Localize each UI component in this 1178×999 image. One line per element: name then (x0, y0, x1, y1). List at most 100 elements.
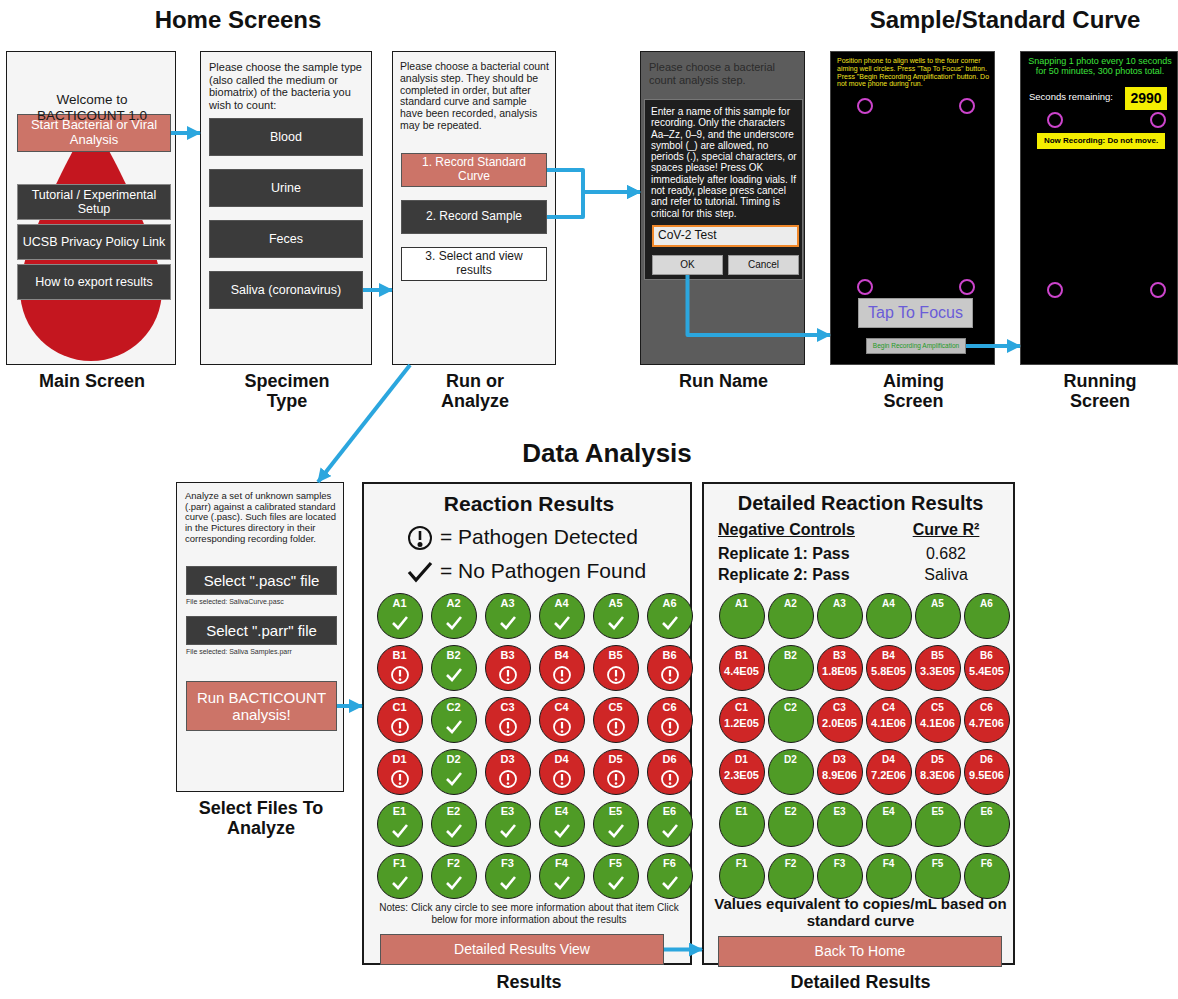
well-label-holder: E3 (485, 805, 531, 817)
well-circle: B5 (593, 645, 639, 691)
section-heading: Data Analysis (457, 439, 757, 469)
screen-text-holder: Detailed Reaction Results (704, 492, 1017, 515)
app-button: Now Recording: Do not move. (1037, 133, 1165, 149)
check-mark (447, 721, 461, 732)
check-icon (409, 563, 431, 580)
well-value: 9.5E06 (960, 769, 1014, 781)
alert-icon-ring (608, 667, 624, 683)
screen-caption: Detailed Results (761, 972, 961, 992)
check-icon (552, 821, 572, 841)
well-label: B5 (915, 650, 961, 661)
screen-caption: Select Files To Analyze (191, 798, 331, 838)
well-label: E5 (593, 805, 639, 817)
well-circle: C11.2E05 (719, 697, 765, 743)
alert-icon-ring (409, 527, 431, 549)
well-circle: F2 (431, 853, 477, 899)
app-button: Blood (209, 118, 363, 156)
screen-caption-holder: Run Name (664, 371, 784, 391)
alert-icon (409, 527, 431, 549)
connector-arrow (171, 131, 200, 135)
well-value-holder: 4.7E06 (960, 717, 1014, 729)
well-label-holder: B4 (539, 649, 585, 661)
well-label-holder: C3 (485, 701, 531, 713)
app-button: Run BACTICOUNT analysis! (186, 681, 337, 731)
screen-text: Enter a name of this sample for recordin… (651, 106, 798, 219)
alert-icon-bar (614, 722, 616, 729)
well-circle: E5 (593, 801, 639, 847)
well-circle: C2 (768, 697, 814, 743)
alert-icon-bar (560, 722, 562, 729)
well-label: D2 (431, 753, 477, 765)
alert-icon-ring (662, 667, 678, 683)
alert-icon-ring (554, 667, 570, 683)
screen-text: Please choose a bacterial count analysis… (400, 61, 550, 132)
well-label: D5 (915, 754, 961, 765)
aiming-circle (1048, 113, 1062, 127)
app-button: Tap To Focus (858, 298, 973, 328)
well-label: D5 (593, 753, 639, 765)
well-label: B3 (817, 650, 863, 661)
well-label: F3 (485, 857, 531, 869)
well-value: 1.8E05 (813, 665, 867, 677)
section-heading: Home Screens (60, 6, 416, 34)
well-label: A6 (964, 598, 1010, 609)
well-label-holder: C2 (768, 702, 814, 713)
well-label-holder: B6 (964, 650, 1010, 661)
alert-icon-ring (554, 771, 570, 787)
alert-icon-bar (506, 774, 508, 781)
screen-text: Seconds remaining: (1029, 92, 1139, 103)
check-mark (501, 877, 515, 888)
alert-icon (606, 717, 626, 737)
screen-text: Negative Controls (718, 521, 878, 539)
well-circle: E3 (485, 801, 531, 847)
alert-icon-bar (398, 670, 400, 677)
alert-icon-dot (506, 782, 509, 785)
check-icon (606, 613, 626, 633)
alert-icon-ring (392, 719, 408, 735)
screen-text-holder: Replicate 1: Pass (718, 545, 888, 563)
screen-text-holder: Replicate 2: Pass (718, 566, 888, 584)
well-circle: D5 (593, 749, 639, 795)
well-label: B6 (964, 650, 1010, 661)
alert-icon-dot (668, 678, 671, 681)
well-circle: E4 (866, 801, 912, 847)
well-circle: D4 (539, 749, 585, 795)
well-label-holder: A5 (915, 598, 961, 609)
app-button: Tutorial / Experimental Setup (17, 184, 171, 220)
well-value-holder: 2.0E05 (813, 717, 867, 729)
button-label: Start Bacterial or Viral Analysis (22, 118, 166, 148)
phone-screen: Please choose a bacterial count analysis… (392, 51, 556, 365)
well-circle: D2 (768, 749, 814, 795)
well-value: 8.3E06 (911, 769, 965, 781)
well-circle: B3 (485, 645, 531, 691)
well-value-holder: 5.4E05 (960, 665, 1014, 677)
check-mark (609, 877, 623, 888)
screen-caption-holder: Specimen Type (232, 371, 342, 411)
well-label-holder: A1 (377, 597, 423, 609)
alert-icon-bar (560, 774, 562, 781)
alert-icon (660, 769, 680, 789)
check-icon (444, 769, 464, 789)
well-label-holder: D6 (964, 754, 1010, 765)
well-label-holder: F5 (593, 857, 639, 869)
well-label: C4 (539, 701, 585, 713)
connector-arrow (688, 275, 831, 335)
well-label: C1 (377, 701, 423, 713)
app-button: Back To Home (718, 936, 1002, 967)
screen-text: Please choose a bacterial count analysis… (649, 61, 799, 86)
phone-screen: Detailed Reaction ResultsNegative Contro… (702, 482, 1015, 965)
well-label-holder: D6 (647, 753, 693, 765)
phone-screen: Please choose a bacterial count analysis… (640, 51, 805, 365)
alert-icon-bar (668, 722, 670, 729)
well-label: A1 (377, 597, 423, 609)
well-label-holder: C4 (866, 702, 912, 713)
check-icon (390, 613, 410, 633)
well-label-holder: C5 (593, 701, 639, 713)
well-value-holder: 9.5E06 (960, 769, 1014, 781)
check-icon (444, 821, 464, 841)
screen-text-holder: 0.682 (896, 545, 996, 563)
well-circle: D58.3E06 (915, 749, 961, 795)
well-circle: A1 (377, 593, 423, 639)
well-label: B5 (593, 649, 639, 661)
